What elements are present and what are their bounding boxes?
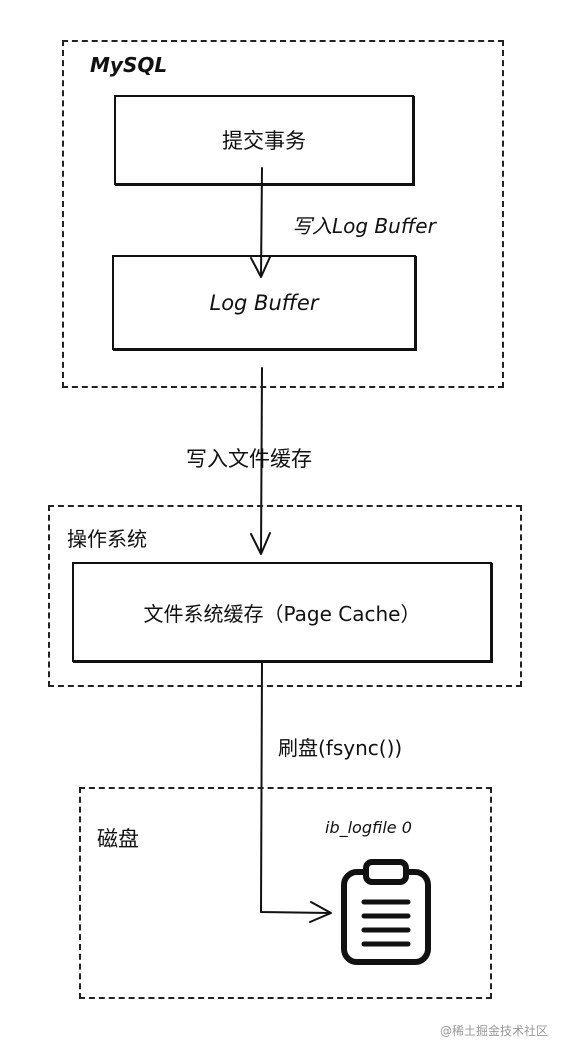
- watermark: @稀土掘金技术社区: [440, 1024, 549, 1038]
- arrowhead-os-to-disk: [309, 901, 332, 923]
- os-label: 操作系统: [67, 527, 147, 551]
- log-buffer-label: Log Buffer: [209, 290, 319, 315]
- write-log-buffer-label: 写入Log Buffer: [292, 214, 436, 238]
- mysql-container: [62, 40, 504, 388]
- clipboard-file-icon: [341, 859, 431, 965]
- arrow-commit-to-buffer: [260, 167, 263, 277]
- arrow-os-to-disk: [260, 661, 331, 914]
- page-cache-box: 文件系统缓存（Page Cache）: [72, 562, 492, 662]
- log-buffer-box: Log Buffer: [112, 255, 416, 350]
- arrow-buffer-to-os: [260, 367, 263, 554]
- arrowhead-buffer-to-os: [250, 532, 271, 555]
- commit-transaction-box: 提交事务: [114, 95, 414, 185]
- os-container: [48, 505, 522, 687]
- page-cache-label: 文件系统缓存（Page Cache）: [143, 601, 421, 626]
- disk-label: 磁盘: [97, 827, 139, 851]
- write-file-cache-label: 写入文件缓存: [186, 447, 312, 471]
- commit-transaction-label: 提交事务: [222, 129, 306, 153]
- mysql-label: MySQL: [90, 53, 168, 77]
- fsync-label: 刷盘(fsync()): [278, 736, 403, 760]
- arrowhead-commit-to-buffer: [250, 256, 271, 278]
- disk-container: [79, 787, 492, 999]
- ib-logfile-label: ib_logfile 0: [325, 818, 412, 837]
